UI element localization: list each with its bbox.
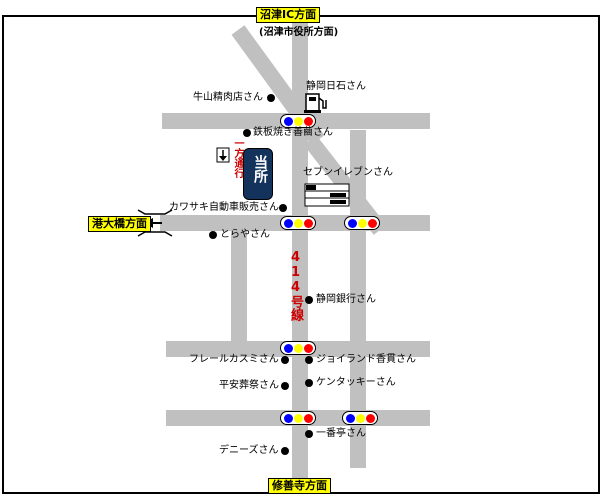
label-ichibantei: 一番亭さん	[316, 428, 366, 439]
bridge-marks	[137, 209, 173, 237]
landmark-dot	[279, 204, 287, 212]
landmark-dot	[281, 356, 289, 364]
label-ushiyama: 牛山精肉店さん	[193, 92, 263, 103]
landmark-dot	[305, 356, 313, 364]
label-toraya: とらやさん	[220, 229, 270, 240]
traffic-signal-icon	[280, 114, 316, 128]
gas-pump-icon	[304, 93, 327, 113]
direction-top-subtitle: (沼津市役所方面)	[259, 27, 339, 38]
landmark-dot	[209, 231, 217, 239]
landmark-dot	[305, 296, 313, 304]
direction-top: 沼津IC方面	[256, 7, 321, 23]
route-label: 414号線	[288, 250, 303, 321]
landmark-dot	[305, 430, 313, 438]
direction-bottom: 修善寺方面	[268, 478, 331, 494]
label-gas-station: 静岡日石さん	[306, 81, 366, 92]
landmark-dot	[281, 447, 289, 455]
traffic-signal-icon	[342, 411, 378, 425]
landmark-dot	[267, 94, 275, 102]
convenience-store-icon	[304, 183, 350, 207]
landmark-dot	[243, 129, 251, 137]
traffic-signal-icon	[344, 216, 380, 230]
traffic-signal-icon	[280, 341, 316, 355]
label-joyland: ジョイランド香貫さん	[316, 354, 416, 365]
label-kawasaki: カワサキ自動車販売さん	[169, 202, 279, 213]
landmark-dot	[305, 379, 313, 387]
label-heian: 平安葬祭さん	[219, 380, 279, 391]
one-way-label: 一方通行	[232, 138, 243, 178]
office-label: 当所	[252, 155, 268, 183]
label-dennys: デニーズさん	[219, 445, 279, 456]
label-teppanyaki: 鉄板焼き善繭さん	[253, 127, 333, 138]
traffic-signal-icon	[280, 216, 316, 230]
arrow-down-icon	[216, 147, 230, 163]
direction-left: 港大橋方面	[88, 216, 151, 232]
office-marker[interactable]: 当所	[243, 148, 273, 200]
label-fleur-kasumi: フレールカスミさん	[189, 354, 279, 365]
traffic-signal-icon	[280, 411, 316, 425]
label-shizuoka-bank: 静岡銀行さん	[316, 294, 376, 305]
landmark-dot	[281, 382, 289, 390]
label-kfc: ケンタッキーさん	[316, 377, 396, 388]
label-seven-eleven: セブンイレブンさん	[303, 167, 393, 178]
